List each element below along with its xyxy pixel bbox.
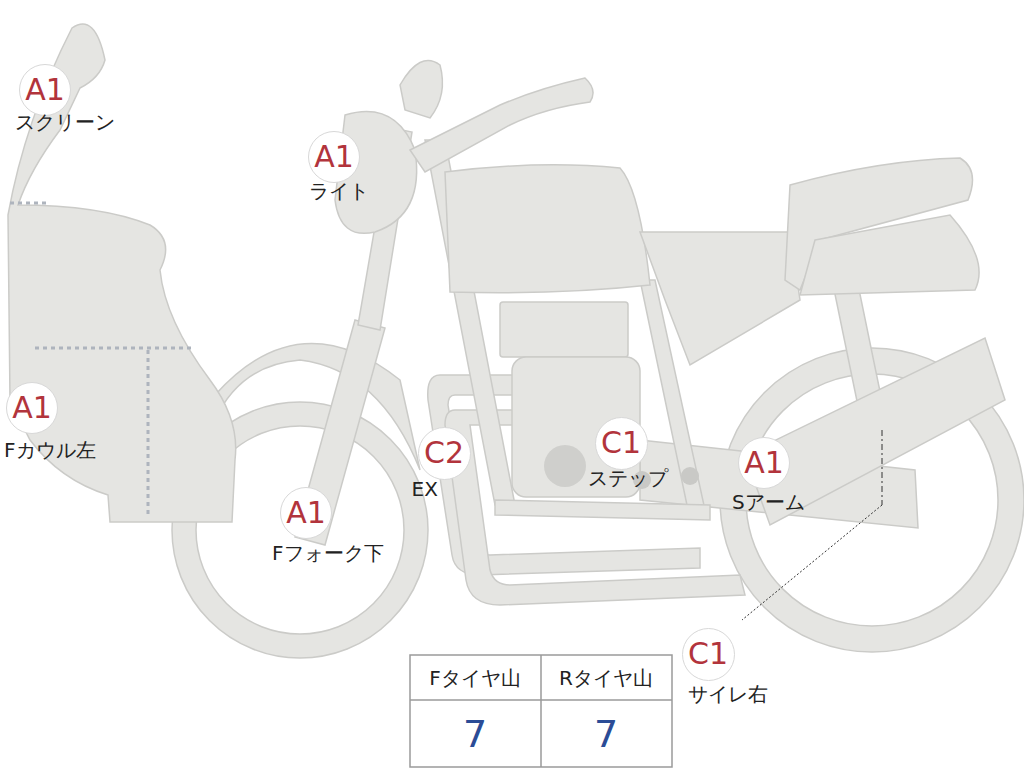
damage-callout: A1Fカウル左 bbox=[6, 382, 58, 434]
handlebar bbox=[410, 78, 593, 172]
part-name: ライト bbox=[309, 180, 369, 202]
panel-division bbox=[147, 350, 150, 518]
damage-rank: C1 bbox=[688, 639, 728, 669]
tail-cowl bbox=[800, 215, 979, 295]
part-name: ステップ bbox=[588, 467, 668, 489]
engine-cylinder bbox=[500, 302, 628, 357]
damage-rank: A1 bbox=[314, 142, 354, 172]
damage-callout: A1スクリーン bbox=[19, 64, 71, 116]
damage-callout: C2EX bbox=[418, 427, 471, 480]
part-name: サイレ右 bbox=[688, 683, 768, 705]
damage-rank: A1 bbox=[744, 448, 784, 478]
side-cover bbox=[640, 232, 800, 365]
table-header: Fタイヤ山 bbox=[429, 665, 521, 692]
damage-rank: A1 bbox=[286, 498, 326, 528]
part-name: Fフォーク下 bbox=[272, 542, 384, 564]
part-name: Sアーム bbox=[732, 491, 805, 513]
tread-value: 7 bbox=[594, 712, 618, 756]
damage-callout: A1Sアーム bbox=[738, 437, 790, 489]
tread-value: 7 bbox=[463, 712, 487, 756]
leader-line bbox=[742, 505, 882, 620]
mirror bbox=[400, 61, 442, 119]
engine-cover bbox=[544, 445, 586, 487]
table-header: Rタイヤ山 bbox=[559, 665, 653, 692]
part-name: スクリーン bbox=[15, 111, 115, 133]
frame-bottom bbox=[495, 500, 710, 520]
fuel-tank bbox=[445, 165, 650, 293]
damage-callout: A1Fフォーク下 bbox=[280, 487, 332, 539]
panel-division bbox=[10, 202, 48, 205]
damage-callout: C1サイレ右 bbox=[682, 628, 735, 681]
front-fender bbox=[215, 343, 420, 470]
tyre-table bbox=[410, 655, 672, 767]
step-peg bbox=[681, 467, 699, 485]
part-name: EX bbox=[412, 478, 438, 500]
table-rule bbox=[540, 655, 542, 767]
part-name: Fカウル左 bbox=[4, 439, 96, 461]
damage-callout: A1ライト bbox=[308, 131, 360, 183]
damage-callout: C1ステップ bbox=[595, 417, 648, 470]
damage-rank: A1 bbox=[12, 393, 52, 423]
damage-rank: C2 bbox=[424, 438, 464, 468]
damage-rank: C1 bbox=[601, 428, 641, 458]
damage-rank: A1 bbox=[25, 75, 65, 105]
leader-line bbox=[882, 430, 883, 505]
panel-division bbox=[35, 347, 192, 350]
